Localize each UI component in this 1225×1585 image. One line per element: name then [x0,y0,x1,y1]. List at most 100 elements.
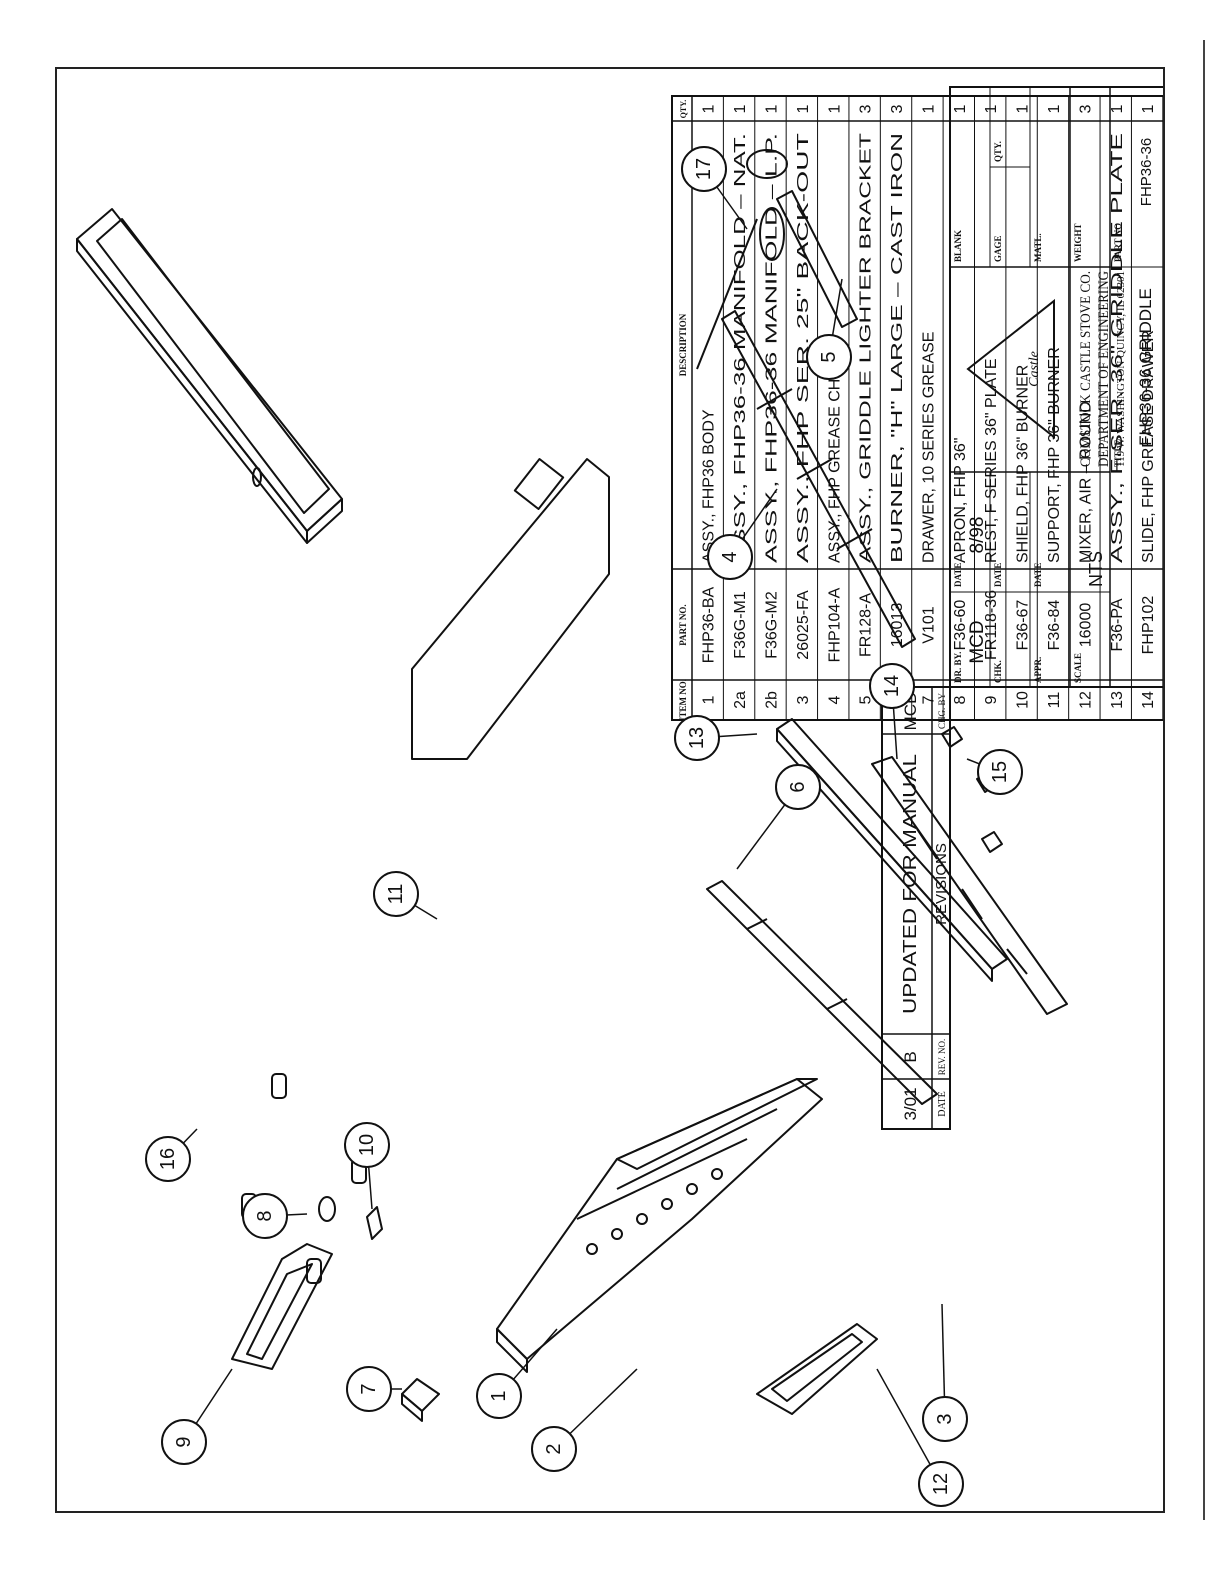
burner-part [706,880,938,1105]
cell-part-no: FHP104-A [826,587,843,662]
callout-bubble-12 [918,1461,964,1507]
callout-number-14: 14 [881,675,903,697]
callout-bubble-10 [344,1122,390,1168]
chg-by-label: CHG. BY [937,693,947,730]
cell-qty: 1 [1140,104,1157,113]
callout-number-9: 9 [173,1436,195,1447]
callout-bubble-9 [161,1419,207,1465]
cell-part-no: F36G-M2 [763,591,780,659]
cell-item-no: 12 [1077,691,1094,709]
cell-description: ASSY., GRIDDLE LIGHTER BRACKET [858,133,875,563]
grease-drawer-slide [871,756,1068,1015]
cell-item-no: 8 [952,695,969,704]
header-item-no: ITEM NO. [678,679,688,721]
callout-number-17: 17 [693,158,715,180]
qty-label: QTY. [993,141,1003,162]
callout-number-15: 15 [989,761,1011,783]
cell-item-no: 5 [858,695,875,704]
cell-description: DRAWER, 10 SERIES GREASE [920,332,937,563]
cell-part-no: FR118-36 [983,590,1000,660]
cell-qty: 1 [826,104,843,113]
cell-part-no: F36-84 [1046,600,1063,651]
header-description: DESCRIPTION [678,313,688,376]
scale-value: NTS [1086,551,1106,587]
callout-bubble-3 [922,1396,968,1442]
callout-number-10: 10 [356,1134,378,1156]
cell-item-no: 1 [701,695,718,704]
cell-description: ASSY., FHP GREASE CHUTE [826,347,843,563]
cell-qty: 3 [889,104,906,113]
cell-description: SUPPORT, FHP 36" BURNER [1046,347,1063,563]
exploded-view [76,149,1068,1422]
cell-qty: 3 [858,104,875,113]
callout-bubble-16 [145,1136,191,1182]
part-no-label: PART NO [1113,223,1123,262]
cell-part-no: FHP102 [1140,596,1157,655]
cell-description: BURNER, "H" LARGE – CAST IRON [889,133,906,563]
cell-qty: 1 [795,104,812,113]
department-name: DEPARTMENT OF ENGINEERING [1096,271,1112,467]
blank-label: BLANK [953,230,963,262]
callout-bubble-2 [531,1426,577,1472]
cell-qty: 3 [1077,104,1094,113]
griddle-plate-part [76,208,343,544]
callout-number-3: 3 [934,1413,956,1424]
appr-label: APPR. [1033,657,1043,683]
part-no-value: FHP36-36 [1138,138,1155,206]
revision-block: 3/01 B UPDATED FOR MANUAL MCD DATE REV. … [881,686,951,1130]
dr-by-value: MCD [967,620,988,663]
cell-qty: 1 [732,104,749,113]
scale-label: SCALE [1073,653,1083,683]
cell-part-no: F36G-M1 [732,591,749,659]
chk-date-label: DATE [993,563,1003,587]
callout-bubble-17 [681,146,727,192]
griddle-plate-bar [776,718,1008,982]
cell-qty: 1 [701,104,718,113]
grease-drawer-part [401,1378,440,1422]
lighter-bracket-part [776,190,858,328]
cell-qty: 1 [1109,104,1126,113]
cell-item-no: 11 [1046,692,1063,709]
callout-bubble-13 [674,715,720,761]
weight-label: WEIGHT [1073,223,1083,262]
rev-letter: B [901,1051,920,1062]
appr-date-label: DATE [1033,563,1043,587]
plate-rest-part [231,1243,333,1370]
castle-logo: Castle [966,298,1055,440]
callout-number-4: 4 [719,551,741,562]
revisions-label: REVISIONS [933,843,950,925]
cell-item-no: 9 [983,695,1000,704]
drawing-title: FHP36-36 GRIDDLE [1136,288,1155,446]
cell-description: ASSY., FHP SER. 25" BACK-OUT [795,133,812,563]
callout-bubble-7 [346,1366,392,1412]
cell-part-no: F36-PA [1109,598,1126,651]
cell-description: ASSY., F SER. 36" GRIDDLE PLATE [1109,133,1126,563]
callout-number-1: 1 [488,1390,510,1401]
cell-item-no: 2a [732,691,749,709]
rev-description: UPDATED FOR MANUAL [900,754,920,1014]
callout-number-6: 6 [787,781,809,792]
apron-part [318,1196,336,1222]
cell-description: ASSY., FHP36 BODY [701,409,718,563]
cell-description: SHIELD, FHP 36" BURNER [1015,365,1032,563]
cell-item-no: 2b [763,691,780,709]
company-name: COMSTOCK CASTLE STOVE CO. [1078,271,1094,467]
cell-item-no: 7 [920,695,937,704]
chk-label: CHK. [993,660,1003,683]
air-mixer-part [756,1323,878,1415]
callout-number-5: 5 [818,351,840,362]
cell-part-no: V101 [920,606,937,643]
cell-qty: 1 [1046,104,1063,113]
date-value: 8/98 [967,517,988,554]
callout-bubble-14 [869,663,915,709]
callout-bubble-15 [977,749,1023,795]
cell-description: APRON, FHP 36" [952,438,969,563]
header-part-no: PART NO. [678,604,688,645]
callout-number-13: 13 [686,727,708,749]
control-part [696,149,788,370]
cell-part-no: F36-67 [1015,600,1032,651]
cell-qty: 1 [952,104,969,113]
